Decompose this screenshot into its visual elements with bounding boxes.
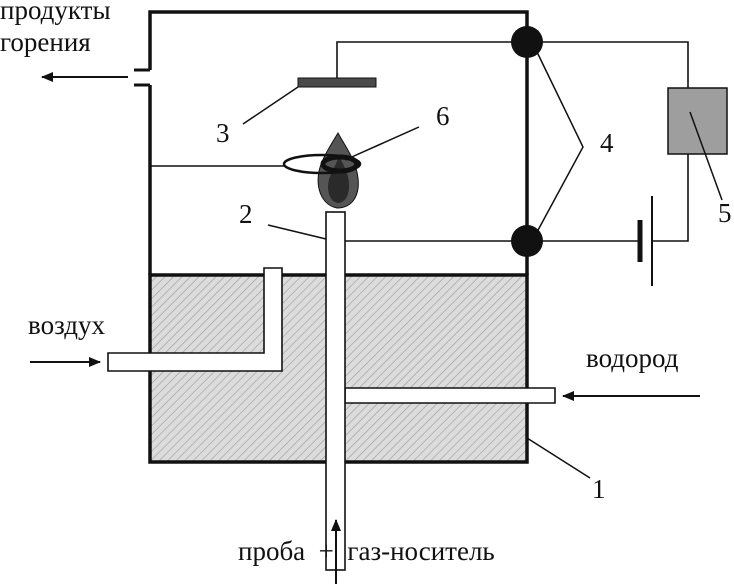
hydrogen-inlet-tube: [344, 387, 556, 404]
junction-bottom: [511, 225, 543, 257]
exhaust-outlet: [134, 68, 150, 87]
callout-3: 3: [216, 118, 230, 148]
electrical-circuit: [336, 41, 689, 242]
battery: [637, 196, 653, 286]
label-combustion-products-line1: продукты: [0, 0, 111, 25]
label-hydrogen: водород: [586, 343, 679, 373]
callout-4: 4: [600, 128, 614, 158]
detector-chamber: [148, 10, 529, 275]
label-air: воздух: [28, 310, 105, 340]
label-combustion-products-line2: горения: [0, 27, 91, 57]
burner-jet: [325, 211, 346, 571]
ring-electrode: [150, 153, 362, 175]
label-sample-carrier-gas: проба + газ-носитель: [238, 536, 495, 566]
callout-2: 2: [239, 199, 253, 229]
leader-lines: [242, 51, 723, 479]
collector-electrode: [297, 77, 377, 88]
recorder-box: [667, 87, 728, 155]
callout-6: 6: [436, 101, 450, 131]
callout-5: 5: [718, 198, 732, 228]
air-inlet-tube: [107, 267, 283, 372]
callout-1: 1: [592, 474, 606, 504]
junction-top: [511, 26, 543, 58]
